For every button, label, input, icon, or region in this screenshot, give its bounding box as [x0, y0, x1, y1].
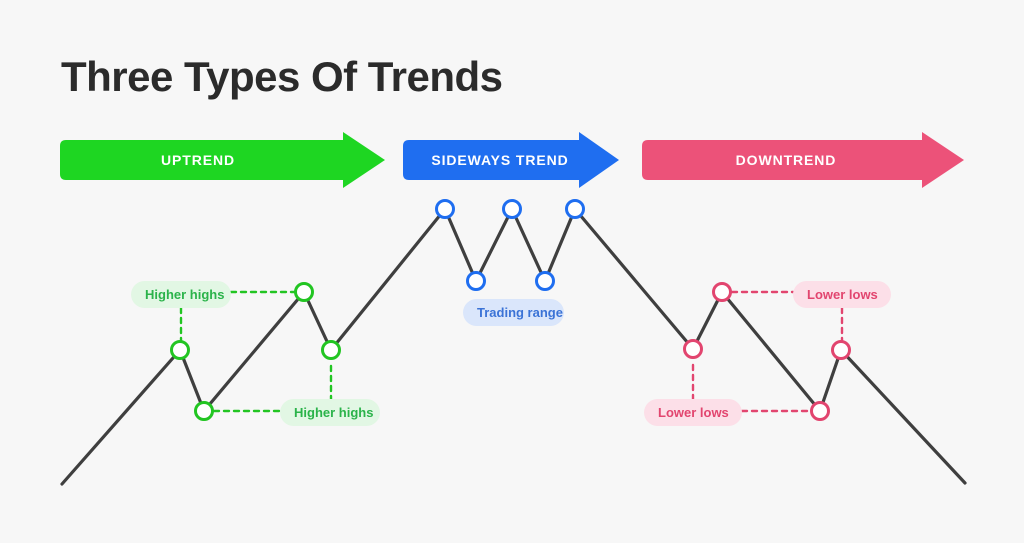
marker-sideways-trend-low[interactable] [535, 271, 555, 291]
marker-downtrend-high[interactable] [712, 282, 732, 302]
marker-uptrend-low[interactable] [194, 401, 214, 421]
arrow-shape-sideways-trend[interactable] [403, 132, 619, 188]
marker-sideways-trend-high[interactable] [502, 199, 522, 219]
annotation-pill-higher-highs-top: Higher highs [131, 281, 231, 308]
annotation-pill-trading-range: Trading range [463, 299, 564, 326]
arrow-shape-uptrend[interactable] [60, 132, 385, 188]
annotation-pill-lower-lows-top: Lower lows [793, 281, 891, 308]
price-line [60, 207, 967, 486]
marker-uptrend-low[interactable] [321, 340, 341, 360]
marker-sideways-trend-high[interactable] [565, 199, 585, 219]
marker-downtrend-high[interactable] [831, 340, 851, 360]
marker-sideways-trend-low[interactable] [466, 271, 486, 291]
page-title: Three Types Of Trends [61, 53, 503, 100]
arrow-shape-downtrend[interactable] [642, 132, 964, 188]
arrow-shapes [60, 132, 964, 188]
marker-sideways-trend-high[interactable] [435, 199, 455, 219]
annotation-pill-lower-lows-bottom: Lower lows [644, 399, 742, 426]
marker-downtrend-low[interactable] [683, 339, 703, 359]
marker-uptrend-high[interactable] [170, 340, 190, 360]
marker-uptrend-high[interactable] [294, 282, 314, 302]
annotation-pill-higher-highs-bottom: Higher highs [280, 399, 380, 426]
marker-downtrend-low[interactable] [810, 401, 830, 421]
